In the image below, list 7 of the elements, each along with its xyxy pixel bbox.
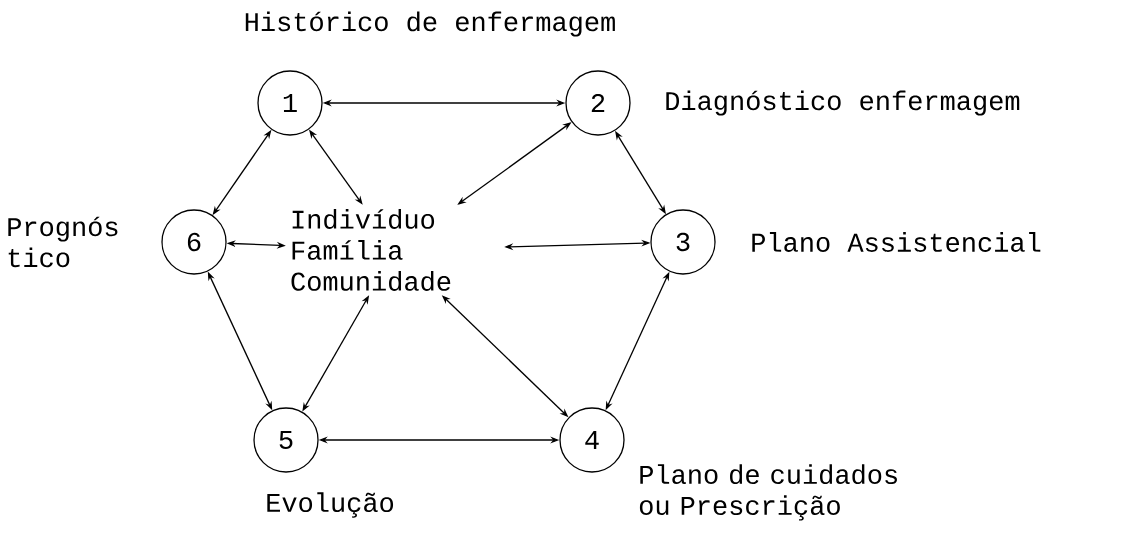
step-caption: Plano Assistencial bbox=[752, 232, 1041, 252]
step-caption: Evolução bbox=[267, 492, 394, 518]
step-caption: Plano de cuidados ou Prescrição bbox=[639, 464, 897, 521]
center-text: Indivíduo Família Comunidade bbox=[291, 209, 451, 291]
step-caption: Histórico de enfermagem bbox=[245, 11, 615, 37]
step-caption: Diagnóstico enfermagem bbox=[666, 90, 1020, 116]
step-caption: Prognós tico bbox=[8, 216, 118, 268]
